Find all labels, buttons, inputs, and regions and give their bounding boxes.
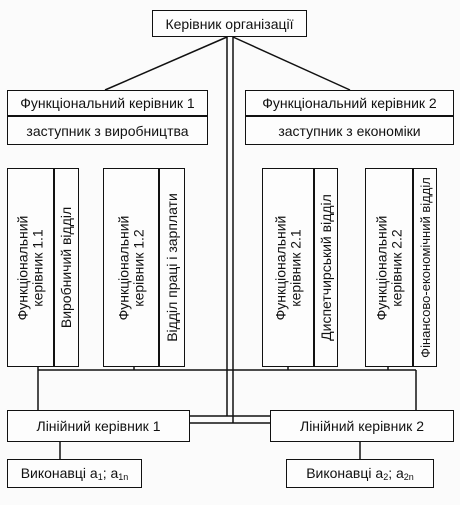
deputy-production-box: заступник з виробництва [7, 116, 208, 145]
functional-manager-2-2-line1: Функціональний [373, 215, 389, 320]
functional-manager-2-2-box: Функціональний керівник 2.2 [365, 168, 413, 367]
labor-wages-department-label: Відділ праці і зарплати [163, 193, 180, 342]
functional-manager-1-label: Функціональний керівник 1 [20, 95, 195, 111]
production-department-label: Виробничий відділ [58, 206, 75, 329]
functional-manager-1-1-line2: керівник 1.1 [29, 228, 46, 307]
functional-manager-1-2-line2: керівник 1.2 [130, 228, 146, 307]
functional-manager-1-box: Функціональний керівник 1 [7, 90, 208, 116]
executors-2-mid: ; а [388, 465, 404, 481]
deputy-economics-box: заступник з економіки [245, 116, 454, 145]
functional-manager-2-1-box: Функціональний керівник 2.1 [262, 168, 314, 367]
linear-manager-2-label: Лінійний керівник 2 [300, 418, 424, 434]
executors-2-sub1: 2 [383, 472, 389, 482]
deputy-economics-label: заступник з економіки [278, 122, 421, 139]
dispatch-department-box: Диспетчирський відділ [314, 168, 338, 367]
executors-2-sub2: 2n [403, 472, 414, 482]
functional-manager-2-1-line2: керівник 2.1 [287, 228, 303, 307]
top-manager-label: Керівник організації [165, 15, 294, 32]
linear-manager-1-box: Лінійний керівник 1 [7, 410, 190, 442]
top-manager-box: Керівник організації [152, 10, 307, 37]
functional-manager-1-2-text: Функціональний керівник 1.2 [115, 215, 146, 320]
functional-manager-2-1-line1: Функціональний [272, 215, 288, 320]
executors-2-label: Виконавці а2; а2n [306, 465, 414, 482]
executors-1-box: Виконавці а1; а1n [7, 459, 142, 488]
functional-manager-1-1-line1: Функціональний [14, 215, 31, 320]
executors-2-box: Виконавці а2; а2n [286, 459, 434, 488]
linear-manager-2-box: Лінійний керівник 2 [270, 410, 454, 442]
finance-economics-department-label: Фінансово-економічний відділ [417, 177, 433, 358]
deputy-production-label: заступник з виробництва [26, 122, 189, 139]
executors-1-mid: ; а [102, 465, 119, 481]
labor-wages-department-box: Відділ праці і зарплати [159, 168, 185, 367]
functional-manager-2-2-text: Функціональний керівник 2.2 [373, 215, 404, 320]
functional-manager-1-1-box: Функціональний керівник 1.1 [7, 168, 54, 367]
linear-manager-1-label: Лінійний керівник 1 [36, 418, 161, 434]
functional-manager-1-1-text: Функціональний керівник 1.1 [14, 215, 46, 320]
functional-manager-2-box: Функціональний керівник 2 [245, 90, 454, 116]
production-department-box: Виробничий відділ [54, 168, 79, 367]
executors-1-sub1: 1 [97, 472, 103, 482]
functional-manager-2-1-text: Функціональний керівник 2.1 [272, 215, 303, 320]
executors-2-prefix: Виконавці а [306, 465, 384, 481]
functional-manager-1-2-box: Функціональний керівник 1.2 [103, 168, 159, 367]
functional-manager-1-2-line1: Функціональний [115, 215, 131, 320]
functional-manager-2-2-line2: керівник 2.2 [388, 228, 404, 307]
executors-1-sub2: 1n [118, 472, 129, 482]
executors-1-label: Виконавці а1; а1n [21, 465, 129, 482]
functional-manager-2-label: Функціональний керівник 2 [262, 95, 437, 111]
dispatch-department-label: Диспетчирський відділ [317, 194, 334, 341]
executors-1-prefix: Виконавці а [20, 465, 98, 481]
finance-economics-department-box: Фінансово-економічний відділ [413, 168, 437, 367]
